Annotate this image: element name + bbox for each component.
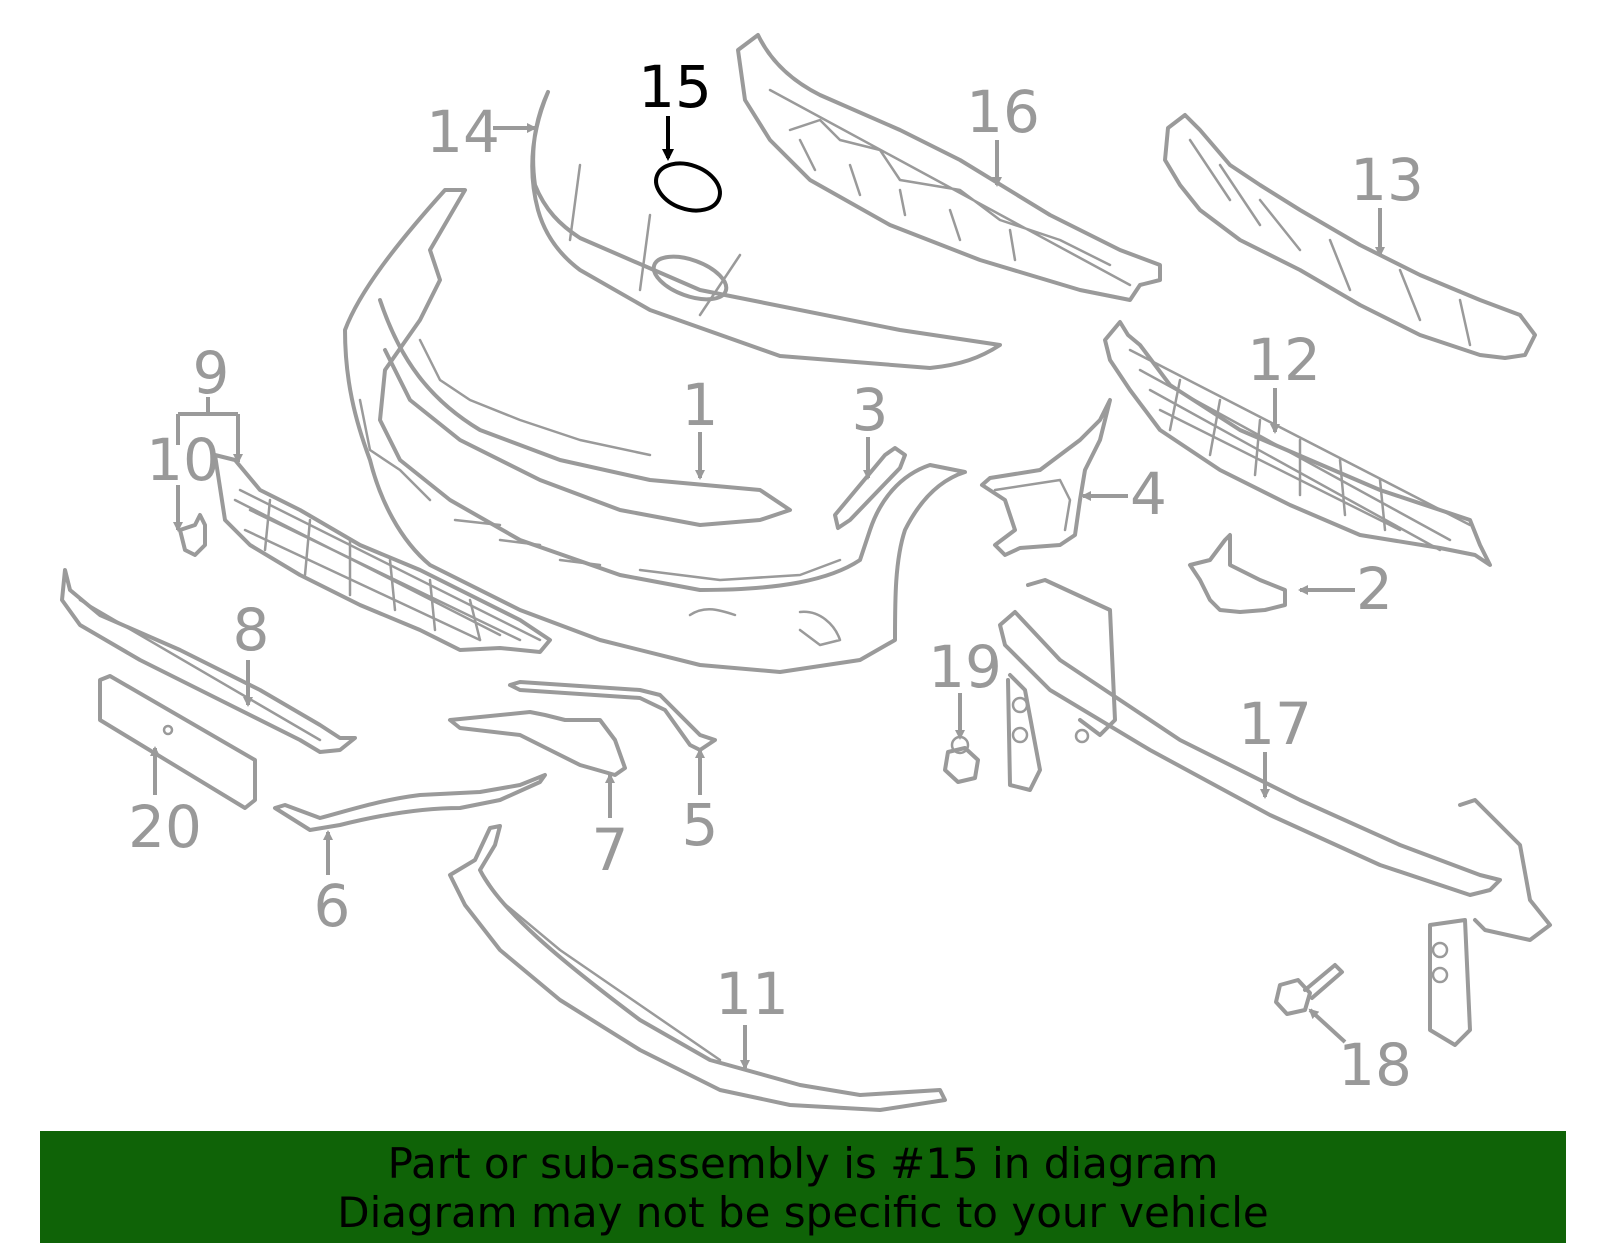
part-18-bolt [1274, 963, 1344, 1016]
part-8-lower-strip [60, 568, 357, 754]
callout-9: 9 [193, 339, 230, 407]
callout-2: 2 [1356, 555, 1393, 623]
part-3-bracket [833, 446, 907, 530]
callout-3: 3 [852, 376, 889, 444]
part-15-gasket [654, 161, 722, 213]
part-7-bezel [448, 710, 627, 777]
callout-15-highlighted: 15 [638, 53, 712, 121]
leader-lines [150, 116, 1385, 1070]
info-banner: Part or sub-assembly is #15 in diagram D… [40, 1131, 1566, 1243]
part-1-bumper-cover [343, 188, 967, 674]
part-4-corner-bracket [980, 398, 1112, 557]
part-11-lip [448, 824, 947, 1112]
callout-8: 8 [233, 596, 270, 664]
callout-20: 20 [128, 793, 202, 861]
part-16-upper-bracket [736, 33, 1162, 302]
part-9-grille [213, 453, 552, 654]
callout-11: 11 [715, 960, 789, 1028]
callout-10: 10 [146, 426, 220, 494]
part-2-bracket [1188, 533, 1287, 614]
callout-7: 7 [592, 816, 629, 884]
callout-1: 1 [682, 371, 719, 439]
callout-13: 13 [1350, 146, 1424, 214]
part-13-absorber [1163, 113, 1537, 360]
part-19-nut [943, 735, 980, 784]
part-10-clip [178, 513, 207, 557]
callout-5: 5 [682, 791, 719, 859]
callout-16: 16 [966, 78, 1040, 146]
callout-18: 18 [1338, 1031, 1412, 1099]
part-17-beam [998, 578, 1552, 1047]
callout-4: 4 [1130, 460, 1167, 528]
part-14-upper-trim [530, 90, 1002, 370]
banner-line-1: Part or sub-assembly is #15 in diagram [387, 1139, 1219, 1188]
callout-17: 17 [1238, 690, 1312, 758]
callout-19: 19 [928, 633, 1002, 701]
part-20-plate-bracket [98, 674, 257, 810]
callout-6: 6 [314, 872, 351, 940]
part-5-trim [508, 680, 717, 752]
callout-14: 14 [426, 98, 500, 166]
part-6-strip [273, 773, 547, 832]
part-12-lower-grille [1103, 320, 1492, 567]
banner-line-2: Diagram may not be specific to your vehi… [337, 1188, 1269, 1237]
callout-12: 12 [1247, 326, 1321, 394]
